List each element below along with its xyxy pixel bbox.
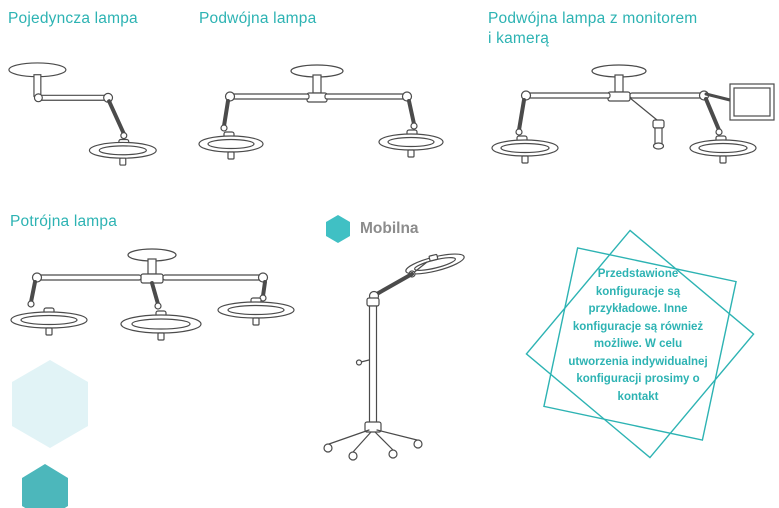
heading-double-lamp-monitor-camera: Podwójna lampa z monitorem i kamerą (488, 10, 698, 48)
heading-double-lamp: Podwójna lampa (199, 10, 317, 27)
note-text: Przedstawione konfiguracje są przykładow… (568, 268, 708, 403)
hexagon-decoration-small-teal (22, 464, 68, 508)
mobile-lamp-illustration (323, 253, 465, 461)
double-lamp-monitor-camera-illustration (491, 64, 775, 164)
triple-lamp-illustration (10, 248, 295, 341)
double-lamp-illustration (198, 64, 444, 160)
heading-single-lamp: Pojedyncza lampa (8, 10, 138, 27)
mobile-section-header: Mobilna (325, 215, 419, 243)
hexagon-icon (326, 215, 350, 243)
heading-mobile-lamp: Mobilna (360, 220, 419, 237)
hexagon-decoration-large-pale (12, 360, 88, 448)
octagram-outline (525, 229, 755, 459)
single-lamp-illustration (8, 62, 157, 166)
heading-triple-lamp: Potrójna lampa (10, 213, 118, 230)
